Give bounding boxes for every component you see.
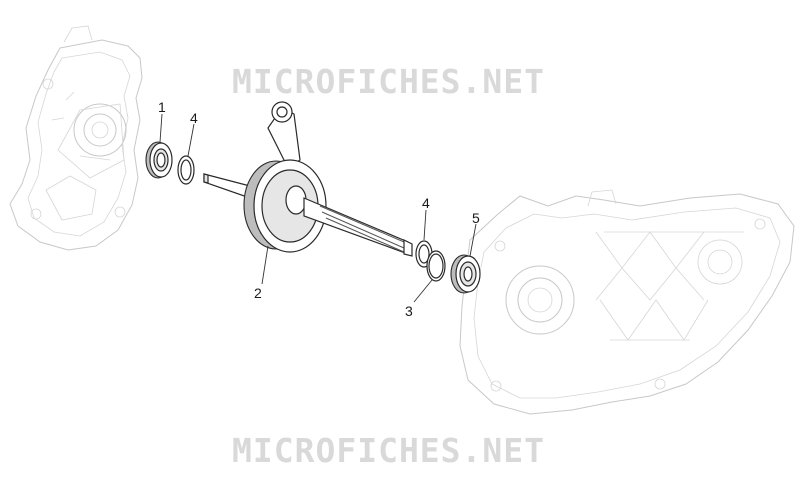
watermark-top: MICROFICHES.NET: [232, 62, 545, 101]
callout-2: 2: [254, 285, 262, 301]
callout-4-left: 4: [190, 110, 198, 126]
callout-3: 3: [405, 303, 413, 319]
leader-lines: [159, 113, 477, 303]
callout-4-right: 4: [422, 195, 430, 211]
left-shim-ring: [177, 155, 195, 185]
callout-1: 1: [158, 99, 166, 115]
watermark-bottom: MICROFICHES.NET: [232, 431, 545, 470]
crankshaft: [203, 101, 413, 257]
left-crankcase-ghost: [9, 25, 143, 251]
right-bearing: [450, 254, 481, 294]
right-crankcase-ghost: [459, 189, 795, 415]
callout-5: 5: [472, 210, 480, 226]
oil-seal-ring: [426, 250, 446, 282]
left-bearing: [145, 141, 173, 179]
